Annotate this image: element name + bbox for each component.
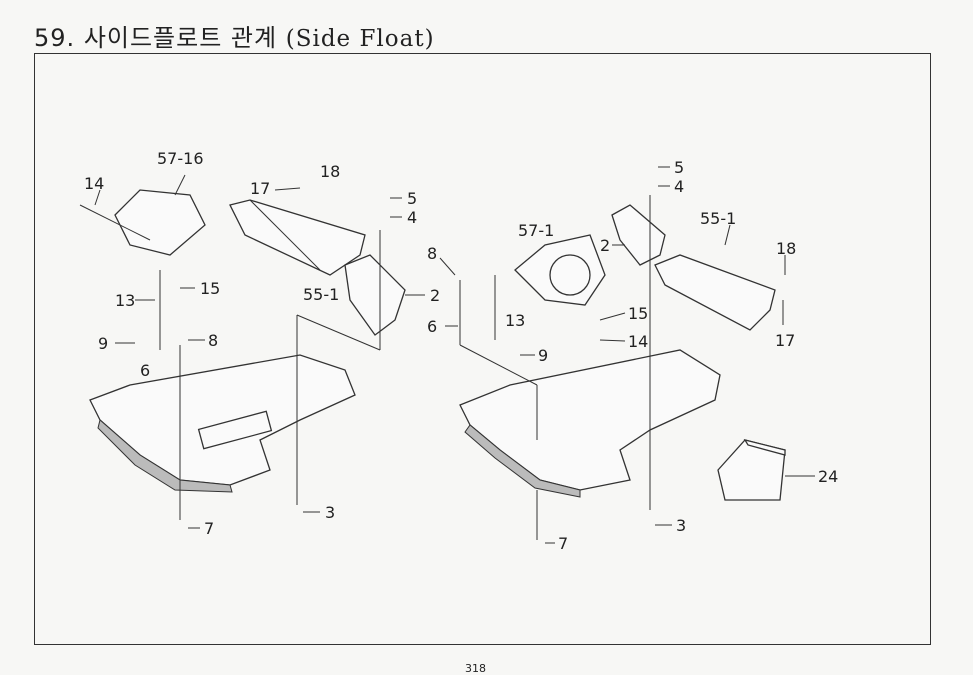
label-4: 4 xyxy=(407,208,417,227)
label-55-1: 55-1 xyxy=(303,285,339,304)
right-bracket-57-1 xyxy=(514,234,606,306)
label-13: 13 xyxy=(505,311,525,330)
label-57-1: 57-1 xyxy=(518,221,554,240)
label-2: 2 xyxy=(430,286,440,305)
label-24: 24 xyxy=(818,467,838,486)
label-14: 14 xyxy=(628,332,648,351)
label-3: 3 xyxy=(676,516,686,535)
title-korean: 사이드플로트 관계 xyxy=(83,24,278,52)
label-9: 9 xyxy=(98,334,108,353)
left-bracket-2 xyxy=(344,254,406,336)
label-6: 6 xyxy=(140,361,150,380)
label-5: 5 xyxy=(674,158,684,177)
page-title: 59. 사이드플로트 관계 (Side Float) xyxy=(34,18,435,53)
label-9: 9 xyxy=(538,346,548,365)
right-leaders xyxy=(439,166,815,544)
label-55-1: 55-1 xyxy=(700,209,736,228)
label-57-16: 57-16 xyxy=(157,149,204,168)
right-tube-55-1 xyxy=(654,254,776,331)
label-2: 2 xyxy=(600,236,610,255)
label-15: 15 xyxy=(628,304,648,323)
label-17: 17 xyxy=(250,179,270,198)
label-7: 7 xyxy=(558,534,568,553)
label-8: 8 xyxy=(208,331,218,350)
left-bracket-57-16 xyxy=(79,189,206,256)
right-bracket-2 xyxy=(611,204,666,266)
section-number: 59. xyxy=(34,24,76,52)
page-number: 318 xyxy=(465,662,486,675)
label-14: 14 xyxy=(84,174,104,193)
diagram-frame xyxy=(34,53,931,645)
label-13: 13 xyxy=(115,291,135,310)
label-7: 7 xyxy=(204,519,214,538)
right-float-plate xyxy=(459,349,721,498)
left-float-plate xyxy=(89,354,356,493)
label-17: 17 xyxy=(775,331,795,350)
label-18: 18 xyxy=(320,162,340,181)
left-tube-55-1 xyxy=(229,199,366,276)
label-5: 5 xyxy=(407,189,417,208)
label-4: 4 xyxy=(674,177,684,196)
label-6: 6 xyxy=(427,317,437,336)
label-15: 15 xyxy=(200,279,220,298)
title-english: (Side Float) xyxy=(285,26,435,52)
left-leaders xyxy=(94,174,425,529)
label-8: 8 xyxy=(427,244,437,263)
label-3: 3 xyxy=(325,503,335,522)
float-block-24 xyxy=(717,438,786,501)
left-part-labels: 57-16 14 17 18 5 4 55-1 2 13 15 9 8 6 3 … xyxy=(84,149,440,538)
label-18: 18 xyxy=(776,239,796,258)
right-part-labels: 5 4 57-1 2 55-1 18 8 17 15 13 6 9 14 3 7… xyxy=(427,158,838,553)
